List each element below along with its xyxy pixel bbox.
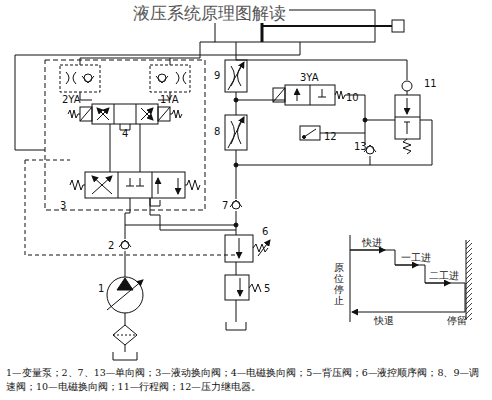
cycle-label: 快进 (362, 237, 382, 248)
sequence-and-backpressure-valves (225, 235, 270, 300)
throttle-check-valves (60, 65, 190, 92)
travel-valve-11 (395, 81, 420, 154)
callout-number: 12 (324, 131, 337, 142)
callout-number: 13 (354, 141, 367, 152)
check-valves (119, 145, 376, 249)
callout-number: 3YA (300, 72, 319, 83)
callout-number: 9 (214, 70, 220, 81)
figure-caption: 1—变量泵；2、7、13—单向阀；3—液动换向阀；4—电磁换向阀；5—背压阀；6… (6, 366, 486, 394)
callout-number: 2 (108, 240, 114, 251)
cycle-label: 一工进 (401, 252, 431, 263)
cycle-label: 二工进 (429, 270, 459, 281)
solenoid-valve-10 (273, 85, 345, 105)
pilot-directional-valve-3 (70, 172, 200, 206)
valve-assembly-boundary (45, 60, 205, 210)
diagram-title: 液压系统原理图解读 (130, 4, 289, 23)
callout-number: 8 (214, 126, 220, 137)
callout-number: 5 (264, 283, 270, 294)
work-cycle-chart (350, 235, 472, 322)
callout-number: 10 (346, 92, 359, 103)
cycle-label: 快退 (374, 315, 394, 326)
callout-number: 2YA (62, 94, 81, 105)
variable-pump (107, 277, 143, 345)
callout-number: 11 (424, 78, 437, 89)
callout-number: 7 (222, 200, 228, 211)
callout-number: 3 (60, 200, 66, 211)
solenoid-valve-4 (68, 104, 182, 130)
callout-number: 6 (262, 226, 268, 237)
callout-number: 1YA (160, 94, 179, 105)
callout-number: 4 (122, 128, 128, 139)
callout-number: 1 (98, 283, 104, 294)
cycle-label: 停留 (447, 315, 467, 326)
pressure-relay-12 (300, 126, 320, 140)
speed-control-valves (225, 60, 247, 150)
cycle-label: 原位停止 (334, 262, 344, 306)
